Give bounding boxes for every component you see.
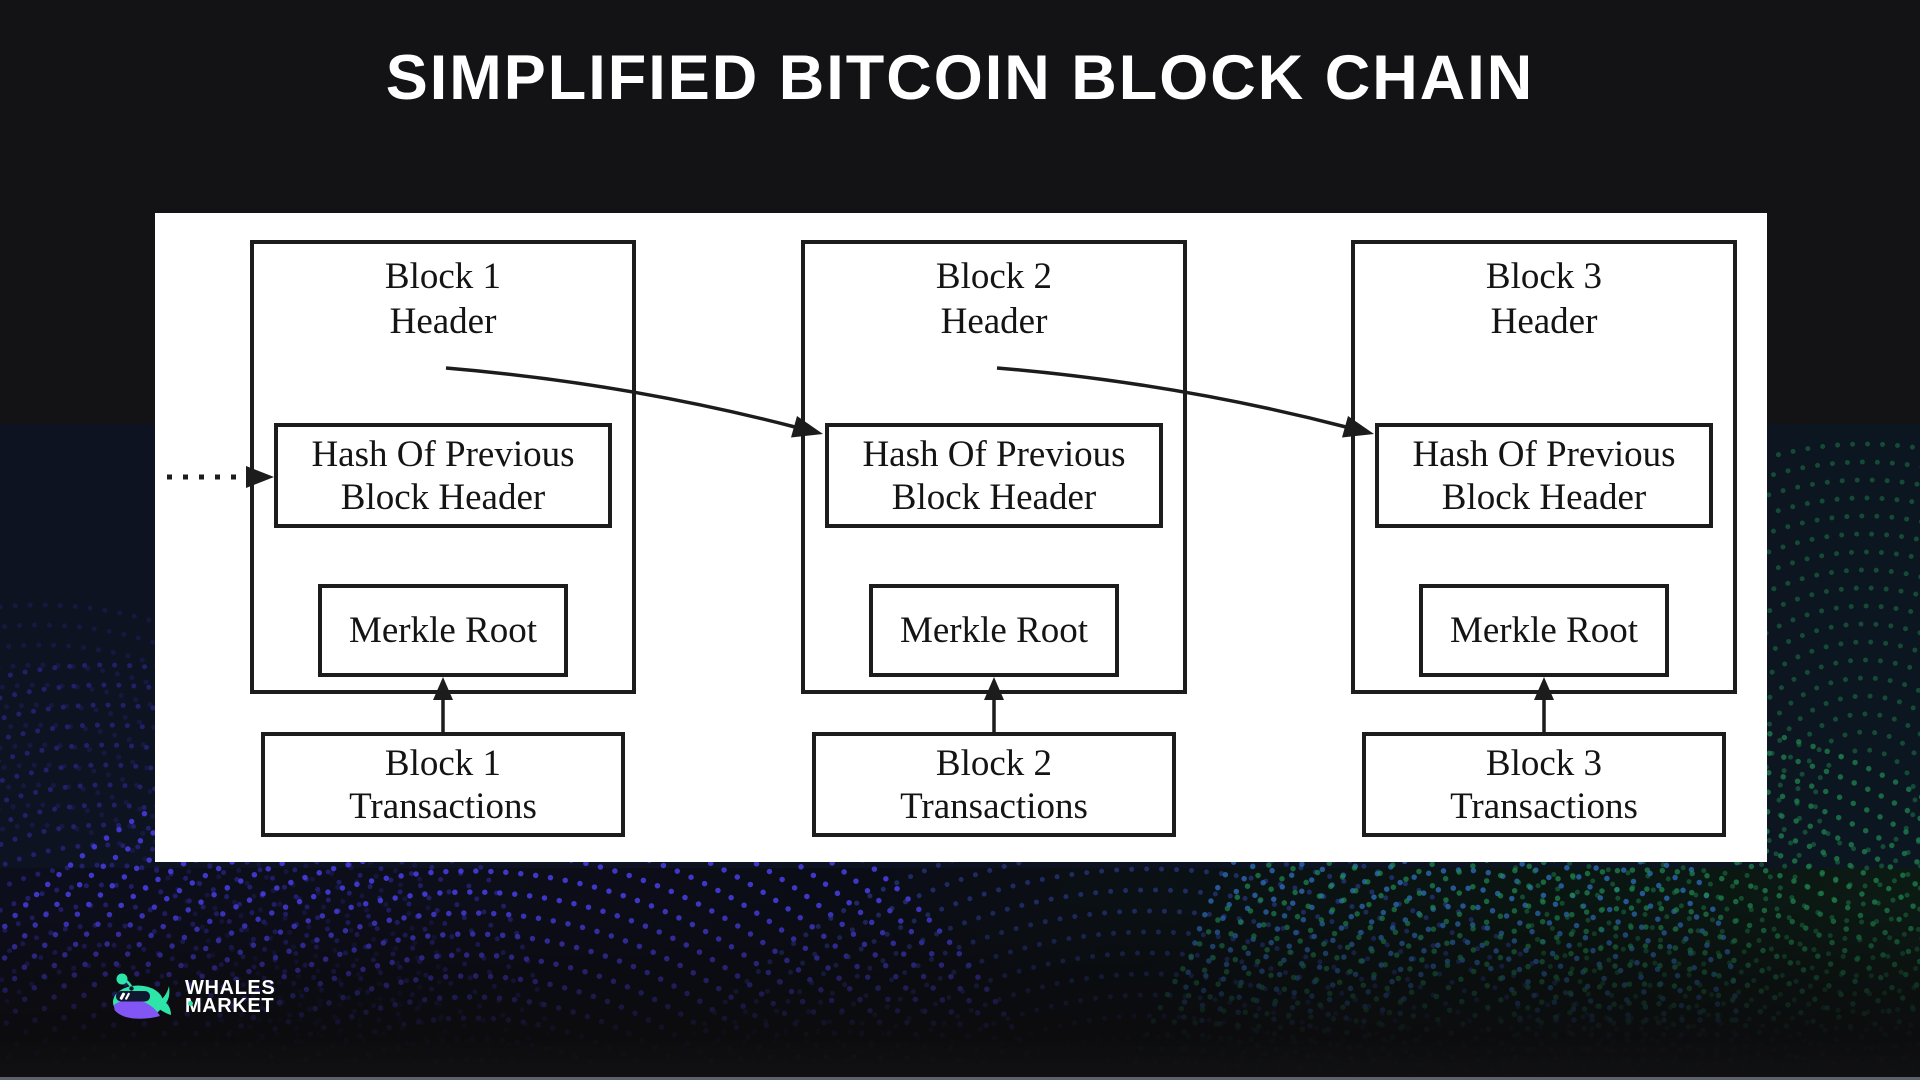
block-1-header-line2: Header — [389, 301, 497, 342]
block-3: Block 3 Header Hash Of Previous Block He… — [1351, 240, 1737, 837]
block-3-merkle-box: Merkle Root — [1419, 584, 1669, 677]
block-2-tx-line2: Transactions — [900, 785, 1088, 827]
block-2-header-line1: Block 2 — [935, 256, 1053, 297]
block-1-tx-line1: Block 1 — [384, 742, 502, 784]
block-2-header-line2: Header — [940, 301, 1048, 342]
whale-icon — [113, 973, 171, 1019]
block-2-hash-line2: Block Header — [891, 476, 1097, 518]
block-1-tx-line2: Transactions — [349, 785, 537, 827]
background-bottom-fade — [0, 900, 1920, 1077]
block-3-hash-line1: Hash Of Previous — [1412, 433, 1676, 475]
block-3-tx-line2: Transactions — [1450, 785, 1638, 827]
block-1-transactions-box: Block 1 Transactions — [261, 732, 625, 837]
block-3-header-line2: Header — [1490, 301, 1598, 342]
block-1-hash-line1: Hash Of Previous — [311, 433, 575, 475]
block-2-header-label: Block 2 Header — [801, 254, 1187, 344]
page-title: SIMPLIFIED BITCOIN BLOCK CHAIN — [385, 42, 1535, 113]
block-3-transactions-box: Block 3 Transactions — [1362, 732, 1726, 837]
block-3-hash-box: Hash Of Previous Block Header — [1375, 423, 1713, 528]
block-3-merkle-label: Merkle Root — [1449, 610, 1639, 651]
brand-green-dot — [188, 1001, 193, 1006]
block-1-hash-box: Hash Of Previous Block Header — [274, 423, 612, 528]
block-2-tx-line1: Block 2 — [935, 742, 1053, 784]
diagram-panel: Block 1 Header Hash Of Previous Block He… — [155, 213, 1767, 862]
block-1-header-label: Block 1 Header — [250, 254, 636, 344]
brand-name-line1: WHALES — [185, 977, 276, 999]
block-1-merkle-label: Merkle Root — [348, 610, 538, 651]
brand-logo: WHALES MARKET — [112, 972, 275, 1022]
block-3-header-label: Block 3 Header — [1351, 254, 1737, 344]
block-3-header-line1: Block 3 — [1485, 256, 1603, 297]
block-3-hash-line2: Block Header — [1441, 476, 1647, 518]
block-2-merkle-label: Merkle Root — [899, 610, 1089, 651]
block-2: Block 2 Header Hash Of Previous Block He… — [801, 240, 1187, 837]
brand-name-line2: MARKET — [185, 995, 275, 1017]
block-1: Block 1 Header Hash Of Previous Block He… — [250, 240, 636, 837]
block-1-merkle-box: Merkle Root — [318, 584, 568, 677]
brand-name: WHALES MARKET — [185, 977, 276, 1017]
block-2-merkle-box: Merkle Root — [869, 584, 1119, 677]
bottom-edge-line — [0, 1077, 1920, 1080]
block-2-hash-line1: Hash Of Previous — [862, 433, 1126, 475]
block-2-hash-box: Hash Of Previous Block Header — [825, 423, 1163, 528]
block-1-hash-line2: Block Header — [340, 476, 546, 518]
block-3-tx-line1: Block 3 — [1485, 742, 1603, 784]
block-1-header-line1: Block 1 — [384, 256, 502, 297]
block-2-transactions-box: Block 2 Transactions — [812, 732, 1176, 837]
